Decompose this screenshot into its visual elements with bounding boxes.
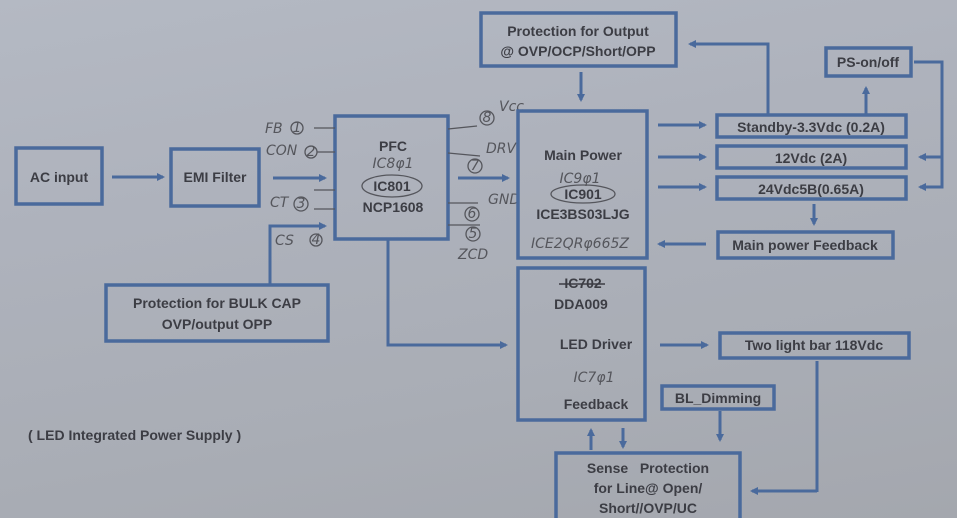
output-protection-block: Protection for Output @ OVP/OCP/Short/OP…: [479, 11, 678, 68]
svg-text:8: 8: [483, 110, 492, 126]
pin-fb-label: FB: [265, 121, 283, 137]
light-bar-label: Two light bar 118Vdc: [745, 337, 883, 353]
svg-text:5: 5: [469, 226, 478, 242]
main-power-block: Main Power IC9φ1 IC901 ICE3BS03LJG ICE2Q…: [516, 109, 649, 260]
standby-output-label: Standby-3.3Vdc (0.2A): [737, 119, 885, 135]
pfc-block: PFC IC8φ1 IC801 NCP1608: [333, 114, 450, 241]
emi-filter-label: EMI Filter: [183, 169, 247, 185]
pin-con-label: CON: [266, 143, 298, 159]
led-driver-part-label: DDA009: [554, 296, 608, 312]
pin-ct-label: CT: [270, 195, 290, 211]
output-protection-line1: Protection for Output: [507, 23, 649, 39]
sense-protection-line3: Short//OVP/UC: [599, 500, 697, 516]
svg-text:3: 3: [297, 196, 306, 212]
ps-on-off-label: PS-on/off: [837, 54, 900, 70]
main-power-feedback-block: Main power Feedback: [716, 230, 895, 260]
pfc-ic-label: IC801: [373, 178, 411, 194]
led-driver-feedback-label: Feedback: [564, 396, 629, 412]
ac-input-label: AC input: [30, 169, 89, 185]
pfc-ic-circle: [361, 174, 423, 198]
svg-text:6: 6: [468, 206, 477, 222]
led-driver-handwritten-ic: IC7φ1: [574, 370, 615, 386]
pfc-part-label: NCP1608: [363, 199, 424, 215]
sense-protection-line1: Sense Protection: [587, 460, 709, 476]
output-protection-line2: @ OVP/OCP/Short/OPP: [500, 43, 655, 59]
sense-protection-line2: for Line@ Open/: [594, 480, 703, 496]
12v-output-label: 12Vdc (2A): [775, 150, 847, 166]
arrow-bulk-cap-to-pfc: [268, 222, 327, 285]
led-driver-title: LED Driver: [560, 336, 633, 352]
svg-text:1: 1: [293, 120, 302, 136]
24v-output-label: 24Vdc5B(0.65A): [758, 181, 864, 197]
sense-protection-block: Sense Protection for Line@ Open/ Short//…: [554, 451, 742, 518]
led-driver-struck-ic: IC702: [564, 275, 602, 291]
main-power-handwritten-part: ICE2QRφ665Z: [531, 236, 629, 252]
pin-zcd-label: ZCD: [457, 247, 488, 263]
standby-output-block: Standby-3.3Vdc (0.2A): [715, 113, 908, 139]
svg-text:2: 2: [307, 144, 316, 160]
light-bar-block: Two light bar 118Vdc: [718, 331, 911, 360]
main-power-ic-circle: [550, 184, 616, 204]
pfc-title: PFC: [379, 138, 407, 154]
main-power-handwritten-ic: IC9φ1: [560, 171, 601, 187]
pin-drv-label: DRV: [486, 141, 518, 157]
arrow-ps-on-to-24v: [914, 60, 944, 191]
main-power-feedback-label: Main power Feedback: [732, 237, 878, 253]
diagram-caption: ( LED Integrated Power Supply ): [28, 427, 241, 443]
svg-text:4: 4: [312, 232, 321, 248]
arrow-standby-to-protection: [688, 40, 770, 115]
main-power-ic-label: IC901: [564, 186, 602, 202]
main-power-title: Main Power: [544, 147, 622, 163]
main-power-part-label: ICE3BS03LJG: [536, 206, 629, 222]
24v-output-block: 24Vdc5B(0.65A): [715, 175, 908, 201]
bulk-cap-protection-line2: OVP/output OPP: [162, 316, 272, 332]
emi-filter-block: EMI Filter: [169, 147, 261, 208]
pin-cs-label: CS: [275, 233, 294, 249]
led-driver-block: IC702 DDA009 LED Driver IC7φ1 Feedback: [516, 266, 647, 422]
bl-dimming-label: BL_Dimming: [675, 390, 761, 406]
pin-gnd-label: GND: [488, 192, 520, 208]
bulk-cap-protection-line1: Protection for BULK CAP: [133, 295, 301, 311]
ps-on-off-block: PS-on/off: [824, 46, 913, 78]
ac-input-block: AC input: [14, 146, 104, 206]
bl-dimming-block: BL_Dimming: [660, 384, 776, 411]
pfc-handwritten-ic: IC8φ1: [373, 156, 414, 172]
bulk-cap-protection-block: Protection for BULK CAP OVP/output OPP: [104, 283, 330, 343]
arrow-pfc-to-led-driver: [386, 239, 508, 349]
12v-output-block: 12Vdc (2A): [715, 144, 908, 170]
svg-text:7: 7: [471, 158, 480, 174]
